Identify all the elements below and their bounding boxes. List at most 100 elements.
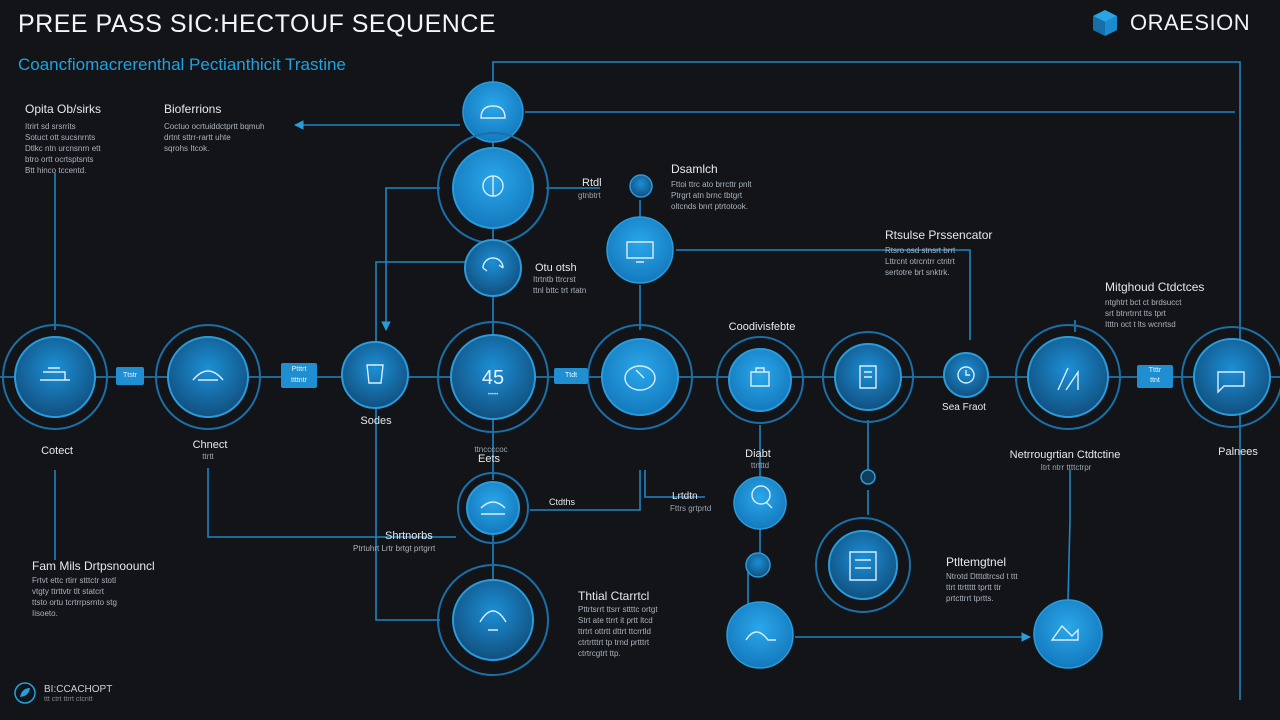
note-fambils-desc: Frtvt ettc rtirr stttctr stotl vtgty ttr… <box>32 576 117 618</box>
diagram-nodes <box>2 81 1280 676</box>
left-loop-upper <box>381 187 440 331</box>
note-fambils-title: Fam Mils Drtpsnoouncl <box>32 559 155 573</box>
label-coodivisfebte: Coodivisfebte <box>728 321 796 333</box>
clock-icon <box>957 366 975 384</box>
cloud-icon <box>480 105 506 119</box>
label-network-sub: Itrt ntrr ttttctrpr <box>1040 463 1092 472</box>
node-ptsase[interactable] <box>587 324 693 430</box>
note-paterngt-title: Ptltemgtnel <box>946 555 1007 569</box>
label-diabt: Diabt <box>745 448 771 460</box>
cup-icon <box>366 364 384 384</box>
edge-box-4[interactable]: Ttttr ttnt <box>1137 365 1173 388</box>
chart-icon <box>1057 367 1079 391</box>
node-45[interactable] <box>437 321 549 433</box>
note-mitghoud-title: Mitghoud Ctdctces <box>1105 280 1205 294</box>
label-eets-sub: ttnccccoc <box>474 445 508 454</box>
note-opta-desc: Itrirt sd srsrrits Sotuct ott sucsnrnts … <box>25 122 101 175</box>
label-chnect: Chnect <box>192 439 228 451</box>
node-paterngt[interactable] <box>815 517 911 613</box>
refresh-icon <box>482 257 504 272</box>
tablet-icon <box>849 551 877 581</box>
note-lrtdtn-title: Lrtdtn <box>672 491 698 502</box>
chat-icon <box>1217 371 1245 394</box>
edge-box-1[interactable]: Ttstr <box>116 367 144 385</box>
label-palnees: Palnees <box>1218 446 1258 458</box>
left-loop-lower <box>375 261 465 621</box>
label-sea-fraot: Sea Fraot <box>942 402 986 413</box>
note-shrtnorbs-desc: Ptrtuhrt Lrtr brtgt prtgrrt <box>353 544 436 553</box>
ring-icon <box>624 365 656 391</box>
ctdths-link <box>530 470 641 511</box>
note-otaod-title: Otu otsh <box>535 262 577 274</box>
node-sodes[interactable] <box>341 341 409 409</box>
note-dsamlch-desc: Fttoi ttrc ato brrcttr pnlt Ptrgrt atn b… <box>671 180 752 211</box>
note-bioferrions-desc: Coctuo ocrtuiddctprtt bqmuh drtnt sttrr-… <box>164 122 265 153</box>
box-icon <box>750 367 770 387</box>
node-chnect[interactable] <box>155 324 261 430</box>
hand-icon <box>192 370 224 381</box>
note-thtial-title: Thtial Ctarrtcl <box>578 589 650 603</box>
footer-label: BI:CCACHOPT <box>44 683 113 695</box>
network-down-line <box>1067 470 1071 601</box>
brand[interactable]: ORAESION <box>1090 8 1250 38</box>
note-dsamlch-title: Dsamlch <box>671 162 718 176</box>
value-45-sub: ••••• <box>488 392 499 398</box>
node-resource[interactable] <box>606 216 674 284</box>
node-mid-center[interactable] <box>464 239 522 297</box>
label-network: Netrrougrtian Ctdtctine <box>1009 449 1121 461</box>
node-thtial[interactable] <box>437 564 549 676</box>
footer-brand[interactable]: BI:CCACHOPT ttt ctrt ttrrt ctcntt <box>14 682 112 704</box>
note-mitghoud-desc: ntghtrt bct ct brdsucct srt btnrtrnt tts… <box>1105 298 1182 329</box>
node-network[interactable] <box>1015 324 1121 430</box>
note-rtdl-title: Rtdl <box>582 177 602 189</box>
gear-icon <box>482 175 504 197</box>
page-subtitle: Coancfiomacrerenthal Pectianthicit Trast… <box>18 55 346 74</box>
label-eets: Eets <box>477 453 501 465</box>
note-rtdl-sub: gtnbtrt <box>578 191 601 200</box>
image-icon <box>1050 624 1079 641</box>
node-coodivisfebte[interactable] <box>716 336 804 424</box>
lrtdtn-link <box>644 470 705 498</box>
node-small-lower[interactable] <box>745 552 771 578</box>
label-diabt-sub: ttrtttd <box>750 461 770 470</box>
node-lrtdtn[interactable] <box>733 476 787 530</box>
note-bioferrions-title: Bioferrions <box>164 102 222 116</box>
node-ctdths[interactable] <box>457 472 529 544</box>
page-title: PREE PASS SIC:HECTOUF SEQUENCE <box>18 10 497 38</box>
note-shrtnorbs-title: Shrtnorbs <box>385 530 433 542</box>
footer-sub: ttt ctrt ttrrt ctcntt <box>44 695 93 703</box>
node-palnees[interactable] <box>1181 326 1280 428</box>
node-cotect[interactable] <box>2 324 108 430</box>
node-icons <box>40 105 1245 641</box>
note-otaod-desc: Itrtntb ttrcrst ttnl bttc trt rtatn <box>533 275 587 295</box>
label-sodes: Sodes <box>360 415 392 427</box>
wave-icon <box>745 631 776 641</box>
note-paterngt-desc: Ntrotd Dtttdtrcsd t ttt ttrt ttrttttt tp… <box>946 572 1018 603</box>
node-rtdl[interactable] <box>629 174 653 198</box>
node-top[interactable] <box>462 81 524 143</box>
note-resulse-desc: Rtsro osd stnsrt brrt Lttrcnt otrcntrr c… <box>885 246 956 277</box>
document-icon <box>859 365 877 389</box>
node-bottom-right[interactable] <box>1033 599 1103 669</box>
note-opta-title: Opita Ob/sirks <box>25 102 102 116</box>
cube-logo-icon <box>1093 10 1117 36</box>
resulse-line <box>676 249 971 340</box>
node-right-small[interactable] <box>860 469 876 485</box>
layers-icon <box>480 501 506 515</box>
search-icon <box>751 485 773 509</box>
label-chnect-sub: ttrtt <box>202 452 214 461</box>
note-thtial-desc: Pttrtsrrt ttsrr sttttc ortgt Strt ate tt… <box>578 605 658 658</box>
note-ctdths-title: Ctdths <box>549 497 576 507</box>
note-resulse-title: Rtsulse Prssencator <box>885 228 993 242</box>
chnect-down-line <box>207 468 456 538</box>
leaf-logo-icon <box>14 682 36 704</box>
note-lrtdtn-sub: Fttrs grtprtd <box>670 504 712 513</box>
brand-name: ORAESION <box>1130 10 1251 35</box>
edge-box-2[interactable]: Ptttrt ttttntr <box>281 363 317 388</box>
node-bottom-center[interactable] <box>726 601 794 669</box>
edge-box-3[interactable]: Ttdt <box>554 368 588 384</box>
user-icon <box>479 610 507 631</box>
value-45: 45 <box>482 367 504 389</box>
label-cotect: Cotect <box>41 445 73 457</box>
